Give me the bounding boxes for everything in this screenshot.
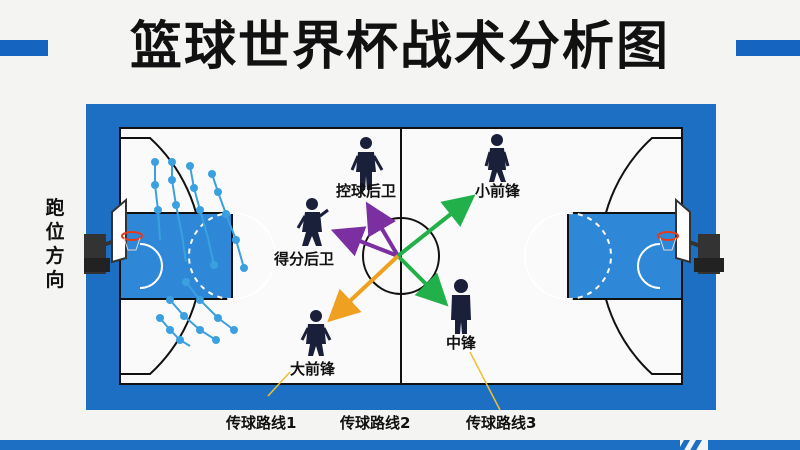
title-accent-left <box>0 40 48 56</box>
pass-arrow-to-c <box>396 254 449 307</box>
pass-arrow-to-pf <box>327 254 400 323</box>
side-label-run-direction: 跑位方向 <box>45 197 65 291</box>
right-ft-circle-solid <box>524 212 569 300</box>
route-label-3: 传球路线3 <box>466 414 537 432</box>
player-pg-icon <box>350 137 384 190</box>
title-accent-right <box>736 40 800 56</box>
left-hoop-icon <box>84 197 143 274</box>
player-label-pf: 大前锋 <box>290 360 336 378</box>
left-restricted-arc <box>139 243 163 289</box>
route3-leader <box>469 351 501 411</box>
run-paths <box>154 162 245 347</box>
right-paint <box>567 212 683 300</box>
pass-arrow-to-pg <box>365 201 400 258</box>
route-label-1: 传球路线1 <box>226 414 297 432</box>
player-sg-icon <box>296 198 329 246</box>
pass-arrow-to-sg <box>330 226 399 258</box>
player-label-pg: 控球后卫 <box>336 182 397 200</box>
player-c-icon <box>451 279 471 334</box>
right-restricted-arc <box>637 243 661 289</box>
pass-arrow-to-sf <box>396 194 476 258</box>
right-hoop-icon <box>657 197 724 274</box>
player-label-sf: 小前锋 <box>475 182 521 200</box>
run-path-dots <box>151 158 248 344</box>
page-title: 篮球世界杯战术分析图 <box>129 17 670 77</box>
player-label-c: 中锋 <box>446 334 477 352</box>
player-pf-icon <box>300 310 332 356</box>
player-sf-icon <box>484 134 510 182</box>
route1-leader <box>267 371 291 397</box>
route-label-2: 传球路线2 <box>340 414 411 432</box>
player-label-sg: 得分后卫 <box>274 250 335 268</box>
left-ft-circle-solid <box>231 212 276 300</box>
bottom-stripe <box>0 440 800 450</box>
left-paint <box>119 212 233 300</box>
